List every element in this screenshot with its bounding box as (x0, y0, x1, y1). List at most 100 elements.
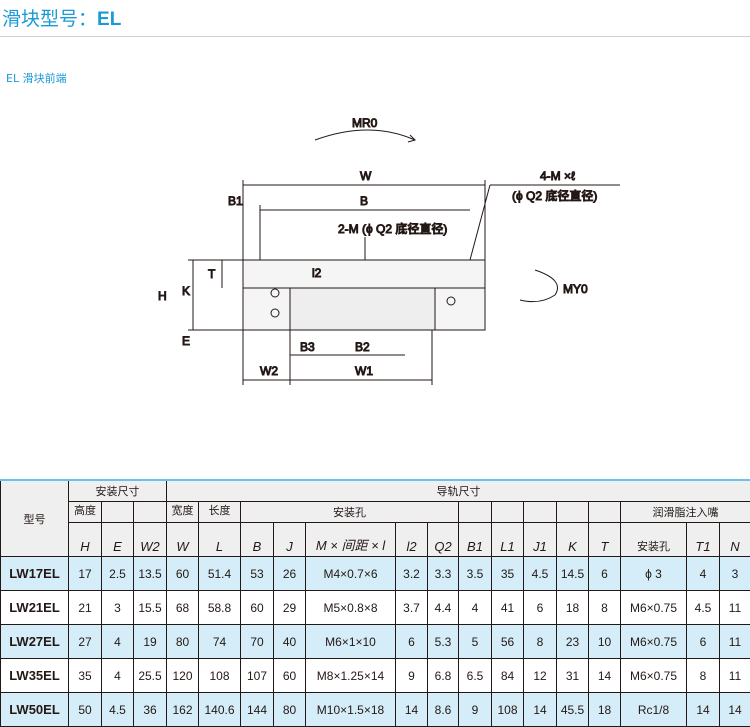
value-cell: 60 (241, 591, 274, 625)
value-cell: 120 (167, 659, 199, 693)
value-cell: 50 (69, 693, 102, 727)
model-cell: LW17EL (1, 557, 69, 591)
value-cell: 6.5 (459, 659, 492, 693)
value-cell: ϕ 3 (621, 557, 687, 591)
svg-text:2-M (ϕ Q2 底径直径): 2-M (ϕ Q2 底径直径) (338, 221, 447, 236)
value-cell: 14.5 (557, 557, 589, 591)
divider (0, 36, 750, 37)
value-cell: 3.7 (396, 591, 428, 625)
svg-text:MY0: MY0 (563, 282, 588, 296)
value-cell: 8.6 (428, 693, 459, 727)
value-cell: 36 (134, 693, 167, 727)
svg-text:l2: l2 (312, 266, 322, 280)
value-cell: 5.3 (428, 625, 459, 659)
value-cell: 11 (720, 591, 750, 625)
value-cell: 51.4 (199, 557, 241, 591)
value-cell: M6×0.75 (621, 659, 687, 693)
svg-text:W2: W2 (260, 364, 278, 378)
value-cell: 31 (557, 659, 589, 693)
value-cell: 8 (589, 591, 621, 625)
model-cell: LW27EL (1, 625, 69, 659)
model-cell: LW21EL (1, 591, 69, 625)
header-symbol: Q2 (428, 523, 459, 557)
value-cell: M6×0.75 (621, 625, 687, 659)
value-cell: 53 (241, 557, 274, 591)
section-subtitle: EL 滑块前端 (6, 70, 67, 86)
value-cell: 80 (274, 693, 306, 727)
value-cell: 74 (199, 625, 241, 659)
header-symbol: B (241, 523, 274, 557)
svg-text:B: B (360, 194, 368, 208)
value-cell: 9 (396, 659, 428, 693)
value-cell: 18 (589, 693, 621, 727)
value-cell: 5 (459, 625, 492, 659)
header-grease-hole: 安装孔 (621, 523, 687, 557)
value-cell: 13.5 (134, 557, 167, 591)
svg-text:W1: W1 (355, 364, 373, 378)
value-cell: 6 (589, 557, 621, 591)
value-cell: 6 (524, 591, 557, 625)
header-symbol: T1 (687, 523, 720, 557)
value-cell: 8 (524, 625, 557, 659)
value-cell: 3 (720, 557, 750, 591)
header-symbol: T (589, 523, 621, 557)
header-symbol: W2 (134, 523, 167, 557)
value-cell: 35 (492, 557, 524, 591)
value-cell: 35 (69, 659, 102, 693)
value-cell: 4.5 (102, 693, 134, 727)
svg-text:MR0: MR0 (352, 116, 378, 130)
value-cell: 58.8 (199, 591, 241, 625)
value-cell: 3.3 (428, 557, 459, 591)
value-cell: 14 (720, 693, 750, 727)
value-cell: 4 (687, 557, 720, 591)
header-height: 高度 (69, 502, 102, 523)
value-cell: 8 (687, 659, 720, 693)
value-cell: 11 (720, 659, 750, 693)
header-symbol: N (720, 523, 750, 557)
header-mount-holes: 安装孔 (241, 502, 459, 523)
value-cell: M4×0.7×6 (306, 557, 396, 591)
header-symbol: L1 (492, 523, 524, 557)
svg-text:T: T (208, 267, 216, 281)
value-cell: 4 (102, 659, 134, 693)
header-symbol: E (102, 523, 134, 557)
value-cell: M10×1.5×18 (306, 693, 396, 727)
header-install-dims: 安装尺寸 (69, 480, 167, 502)
value-cell: 4.5 (687, 591, 720, 625)
value-cell: 84 (492, 659, 524, 693)
value-cell: 29 (274, 591, 306, 625)
value-cell: 60 (167, 557, 199, 591)
header-symbol: W (167, 523, 199, 557)
value-cell: 140.6 (199, 693, 241, 727)
value-cell: 14 (524, 693, 557, 727)
value-cell: 19 (134, 625, 167, 659)
value-cell: M6×1×10 (306, 625, 396, 659)
value-cell: 4.5 (524, 557, 557, 591)
value-cell: 3.2 (396, 557, 428, 591)
value-cell: 60 (274, 659, 306, 693)
value-cell: 56 (492, 625, 524, 659)
slider-front-drawing: MR0 W B B1 2-M (ϕ Q2 底径直径) 4-M ×ℓ(ϕ Q2 底… (140, 105, 620, 390)
value-cell: 25.5 (134, 659, 167, 693)
value-cell: 45.5 (557, 693, 589, 727)
value-cell: 11 (720, 625, 750, 659)
header-symbol: M × 间距 × l (306, 523, 396, 557)
value-cell: 17 (69, 557, 102, 591)
value-cell: M8×1.25×14 (306, 659, 396, 693)
header-symbol: B1 (459, 523, 492, 557)
header-symbol: l2 (396, 523, 428, 557)
value-cell: 6.8 (428, 659, 459, 693)
value-cell: 9 (459, 693, 492, 727)
svg-text:4-M ×ℓ: 4-M ×ℓ (540, 169, 575, 183)
value-cell: 6 (396, 625, 428, 659)
value-cell: 23 (557, 625, 589, 659)
value-cell: 4 (102, 625, 134, 659)
value-cell: 80 (167, 625, 199, 659)
header-symbol: J (274, 523, 306, 557)
value-cell: 14 (589, 659, 621, 693)
value-cell: 108 (199, 659, 241, 693)
